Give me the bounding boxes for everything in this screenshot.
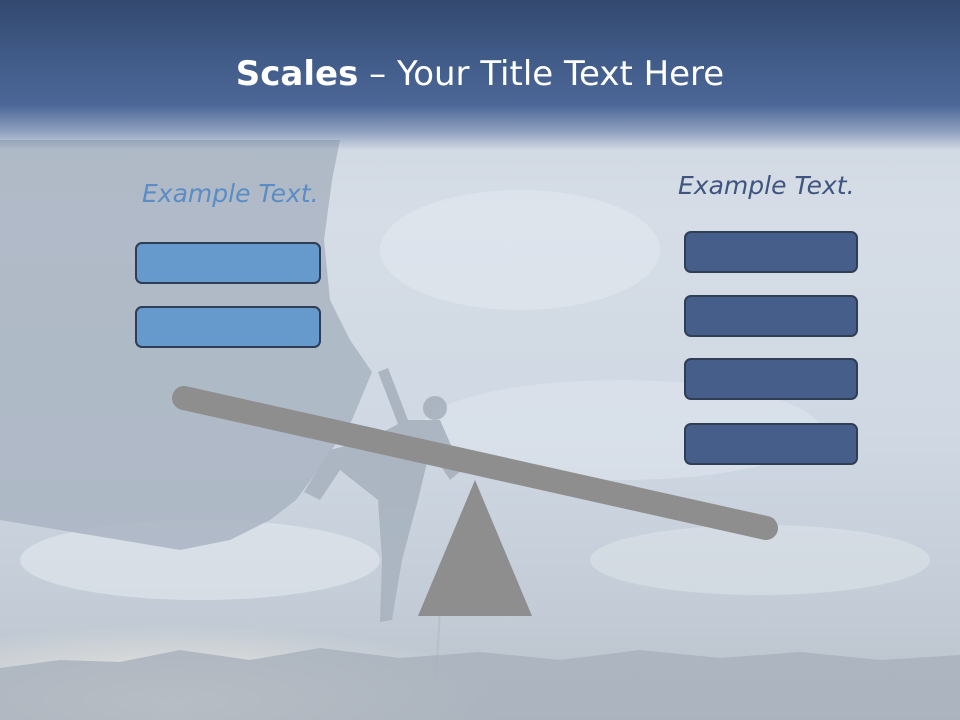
right-text-box-2[interactable] [684,295,858,337]
climber-silhouette [304,368,462,622]
slide-title: Scales – Your Title Text Here [0,52,960,96]
mountain-range [0,648,960,720]
scale-beam [172,386,778,540]
left-text-box-1[interactable] [135,242,321,284]
left-text-box-2[interactable] [135,306,321,348]
right-example-label: Example Text. [678,171,855,200]
title-rest: – Your Title Text Here [358,54,725,94]
header-band [0,0,960,150]
right-text-box-3[interactable] [684,358,858,400]
right-text-box-1[interactable] [684,231,858,273]
left-example-label: Example Text. [142,179,319,208]
scale-fulcrum [418,480,532,616]
right-text-box-4[interactable] [684,423,858,465]
title-bold: Scales [235,54,359,94]
